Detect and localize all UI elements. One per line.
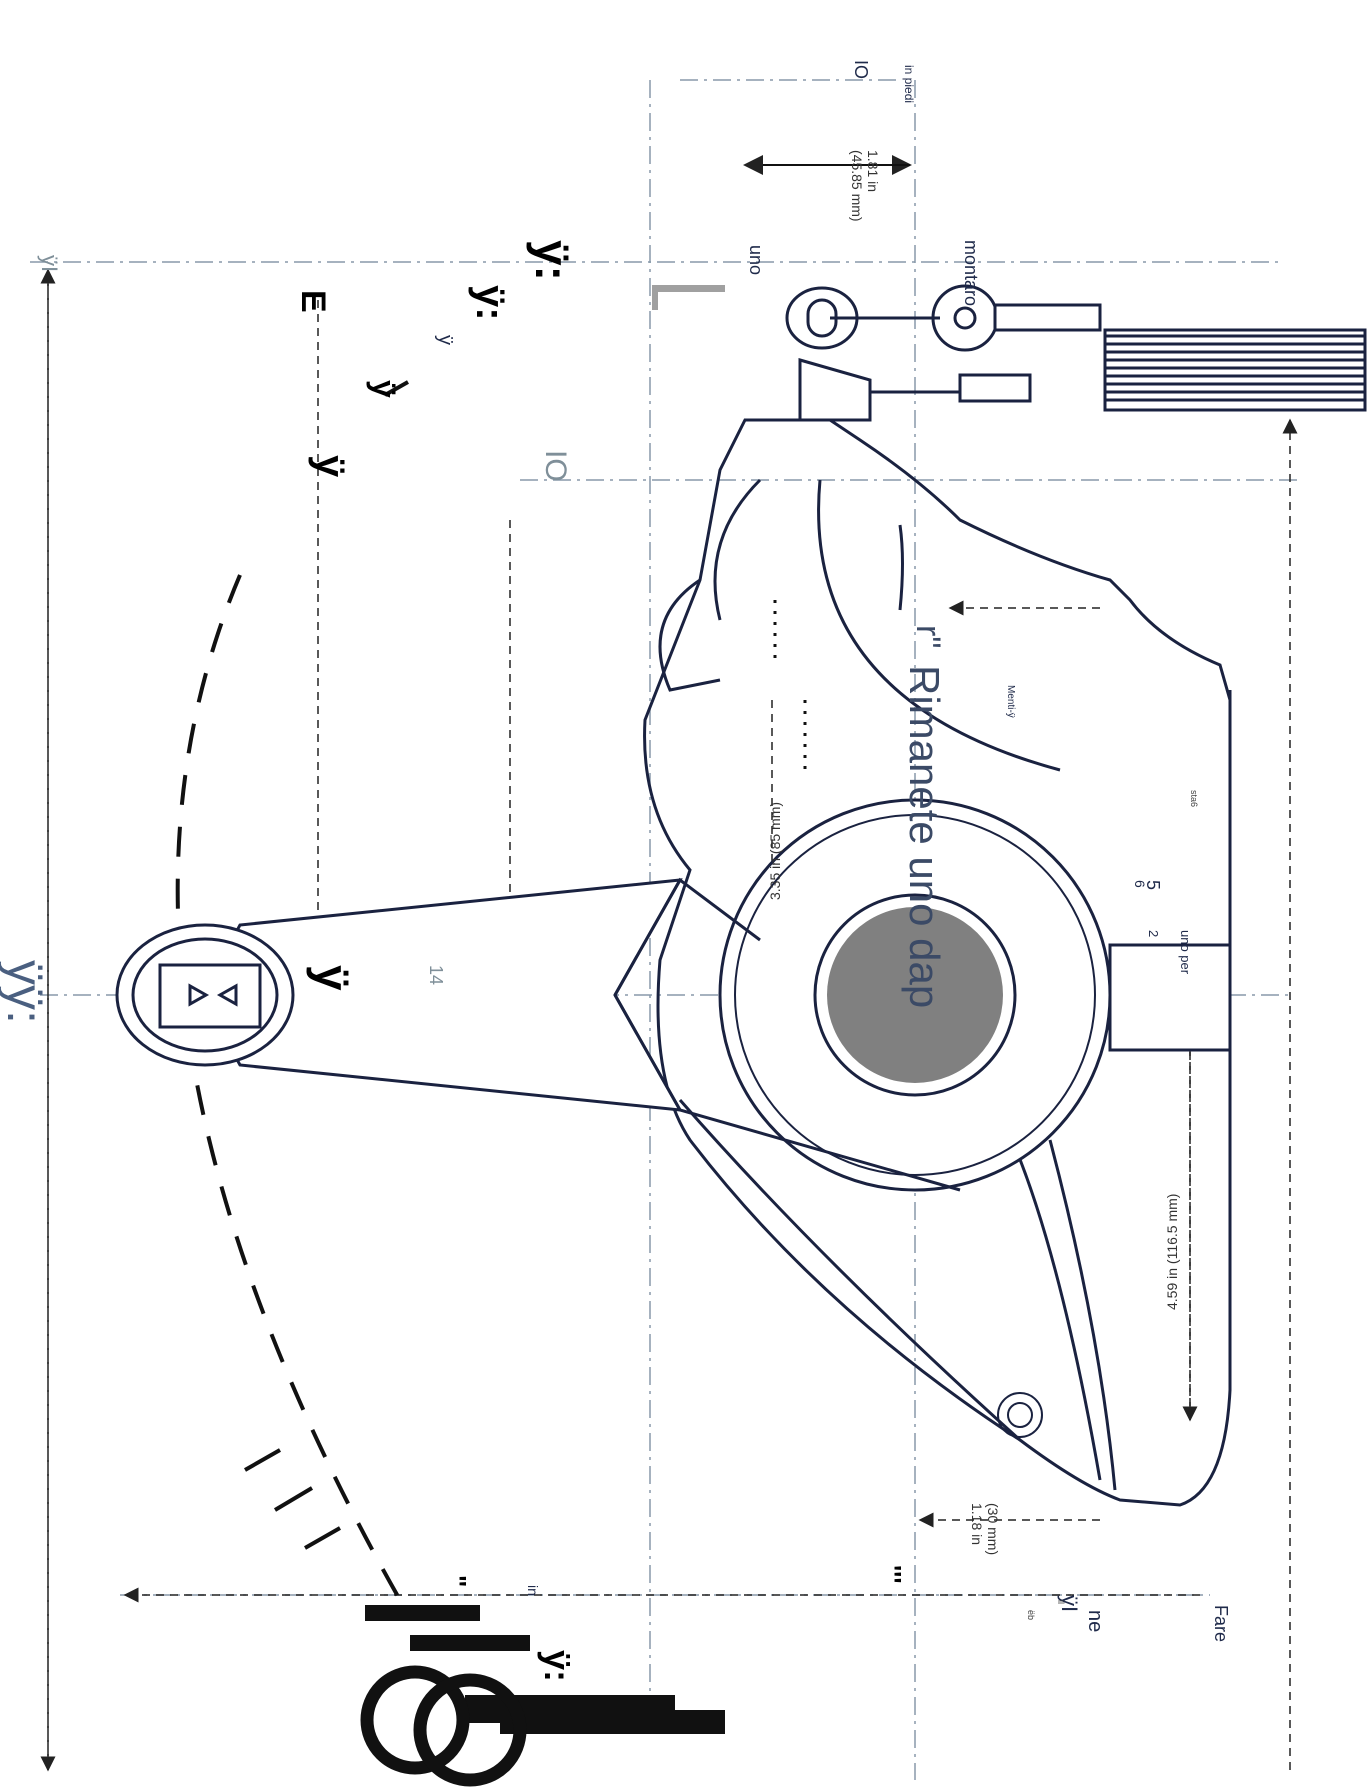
black-ring-2 bbox=[413, 1673, 527, 1787]
dim-4685-label: (45.85 mm) bbox=[849, 150, 865, 222]
word-e: E bbox=[294, 290, 332, 313]
glyph-y3: ÿ bbox=[434, 335, 456, 345]
lanyard-clip bbox=[798, 358, 872, 422]
housing-outline bbox=[643, 418, 1232, 1507]
dim-118-label: 1.18 in bbox=[969, 1503, 985, 1546]
word-fare: Fare bbox=[1211, 1605, 1231, 1643]
arc-ticks bbox=[244, 380, 409, 1550]
word-ne: ne bbox=[1084, 1610, 1106, 1633]
housing-fin-inner bbox=[713, 478, 762, 621]
base-flange bbox=[1108, 943, 1232, 1052]
glyph-y7: ÿ: bbox=[537, 1650, 578, 1683]
glyph-quote-bottom: " bbox=[442, 1575, 472, 1588]
glyph-y1: ÿ bbox=[308, 455, 352, 478]
glyph-y5: ÿ: bbox=[526, 240, 578, 281]
dimension-lines bbox=[40, 268, 1298, 1772]
housing-crease-lower bbox=[1048, 1139, 1117, 1491]
word-6: 6 bbox=[1132, 880, 1148, 888]
cable-connector bbox=[958, 373, 1032, 403]
housing-crease-lower-inner bbox=[1008, 1134, 1102, 1481]
word-menti: Menti-ÿ bbox=[1005, 685, 1016, 718]
lever-travel-arc bbox=[175, 574, 402, 1601]
glyph-in-bottom: in bbox=[525, 1585, 541, 1596]
glyph-y2: ÿ bbox=[366, 380, 402, 398]
black-marks bbox=[360, 1605, 725, 1787]
coil-outline bbox=[1103, 328, 1367, 412]
arc-tick-top bbox=[384, 380, 409, 397]
glyph-yi-left: ÿI bbox=[37, 255, 62, 273]
black-bar-1 bbox=[365, 1605, 480, 1621]
grey-bar bbox=[655, 285, 725, 292]
housing-crease-small bbox=[898, 524, 904, 611]
word-uno-per: uno per bbox=[1178, 930, 1193, 975]
mounting-hole-outer bbox=[997, 1392, 1043, 1438]
mounting-hole bbox=[997, 1392, 1043, 1438]
hub bbox=[718, 798, 1112, 1192]
lever-button bbox=[158, 963, 262, 1029]
word-in-piedi: in piedi bbox=[902, 65, 916, 104]
lever-handle-inner bbox=[131, 937, 279, 1053]
key-head-hole bbox=[953, 306, 977, 330]
glyph-y4: ÿ: bbox=[468, 285, 512, 321]
black-bar-2 bbox=[410, 1635, 530, 1651]
overlay-main-text: Rimanete uno dap bbox=[901, 665, 948, 1009]
key-and-cable bbox=[785, 284, 1102, 422]
arc-tick-2 bbox=[273, 1486, 314, 1512]
arc-tick-3 bbox=[304, 1526, 341, 1550]
arc-tick-1 bbox=[244, 1448, 281, 1472]
lever-button-arrow-1 bbox=[188, 983, 210, 1007]
word-montaro: montaro bbox=[961, 240, 981, 307]
dotted-guides bbox=[773, 600, 807, 770]
mounting-hole-inner bbox=[1007, 1402, 1033, 1428]
lever-neck-lower bbox=[613, 994, 961, 1192]
black-ring-1 bbox=[360, 1665, 470, 1775]
housing-crease-upper bbox=[817, 479, 1061, 772]
small-eb: ëb bbox=[1026, 1610, 1036, 1621]
word-2: 2 bbox=[1146, 930, 1161, 938]
key-blade bbox=[993, 303, 1102, 332]
word-uno-top: uno bbox=[746, 245, 766, 276]
lever-neck-upper bbox=[613, 877, 761, 996]
glyph-y6: ÿ bbox=[306, 965, 358, 991]
dim-459-label: 4.59 in (116.5 mm) bbox=[1164, 1193, 1180, 1310]
hub-center-disc bbox=[827, 907, 1003, 1083]
word-il: il bbox=[1056, 1600, 1066, 1604]
black-bar-4 bbox=[500, 1710, 725, 1734]
glyph-yy-big: ÿÿ: bbox=[0, 960, 53, 1024]
coiled-cable bbox=[1103, 328, 1367, 412]
housing-crease-bottom bbox=[678, 1099, 1022, 1442]
dim-181-label: 1.81 in bbox=[865, 150, 881, 193]
lever bbox=[115, 877, 961, 1192]
glyph-quote-right: ''' bbox=[877, 1565, 907, 1584]
word-io-top: IO bbox=[851, 60, 871, 80]
lever-button-arrow-2 bbox=[216, 983, 238, 1007]
dim-30-label: (30 mm) bbox=[985, 1503, 1001, 1556]
hub-outer-ring-inner bbox=[734, 814, 1096, 1176]
small-mid: sta6 bbox=[1189, 790, 1199, 808]
word-io-mid: IO bbox=[539, 450, 572, 482]
housing-fin bbox=[658, 578, 721, 692]
overlay-quote: r" bbox=[909, 625, 947, 649]
dim-335-label: 3.35 in (85 mm) bbox=[767, 801, 783, 900]
word-14: 14 bbox=[426, 965, 446, 986]
